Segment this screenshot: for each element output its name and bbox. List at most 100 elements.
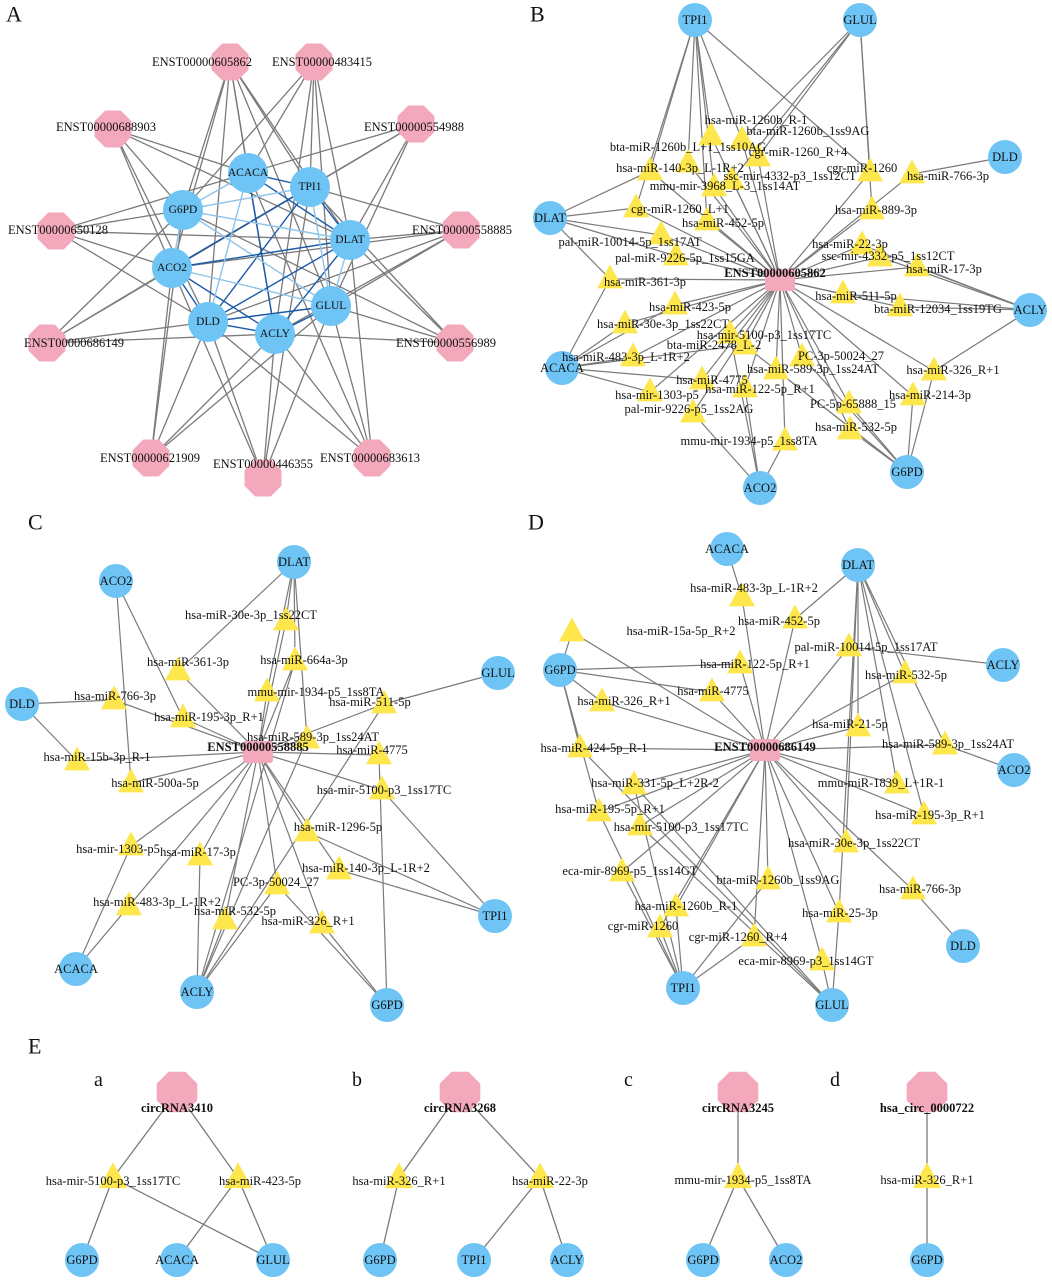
edge-d <box>764 744 946 751</box>
edge-a <box>262 333 276 479</box>
mirna-node-c-hsa-mir-511-5p <box>371 689 397 714</box>
gene-label-a-aco2: ACO2 <box>157 262 187 274</box>
edge-a <box>150 333 276 459</box>
gene-node-b-acly <box>1013 293 1047 327</box>
edge-d <box>764 618 796 751</box>
edge-a-gene <box>182 209 332 307</box>
mirna-label-c-hsa-mir-30e-3p-1ss22ct: hsa-miR-30e-3p_1ss22CT <box>185 608 317 622</box>
gene-node-b-tpi1 <box>678 3 712 37</box>
mirna-label-d-eca-mir-8969-p3-1ss14gt: eca-mir-8969-p3_1ss14GT <box>738 954 873 968</box>
panel-letter-d: D <box>528 510 544 535</box>
gene-node-e-g6pd <box>65 1243 99 1277</box>
mirna-label-d-hsa-mir-589-3p-1ss24at: hsa-miR-589-3p_1ss24AT <box>882 737 1014 751</box>
mirna-label-b-hsa-mir-5100-p3-1ss17tc: hsa-mir-5100-p3_1ss17TC <box>697 328 831 342</box>
edge-c <box>381 789 496 917</box>
edge-d <box>764 749 925 816</box>
mirna-label-b-hsa-mir-589-3p-1ss24at: hsa-miR-589-3p_1ss24AT <box>747 362 879 376</box>
edge-a <box>274 333 456 344</box>
gene-label-a-g6pd: G6PD <box>169 204 198 216</box>
gene-label-d-acly: ACLY <box>987 658 1020 672</box>
edge-a <box>182 61 231 211</box>
hub-label-d: ENST00000686149 <box>714 740 815 754</box>
mirna-node-d-mmu-mir-1839-l-1r-1 <box>884 769 910 794</box>
edge-b <box>801 356 908 473</box>
edge-b <box>549 170 651 219</box>
edge-c <box>115 580 132 784</box>
edge-b <box>775 279 781 371</box>
edge-b <box>916 266 1031 311</box>
mirna-label-d-hsa-mir-532-5p: hsa-miR-532-5p <box>865 668 947 682</box>
gene-label-d-g6pd: G6PD <box>544 663 575 677</box>
edge-a <box>309 186 462 231</box>
edge-d <box>579 747 833 1006</box>
gene-node-a-g6pd <box>163 190 203 230</box>
edge-d <box>857 564 925 816</box>
edge-a <box>229 61 332 307</box>
edge-a <box>46 209 184 344</box>
edge-b <box>779 279 851 431</box>
mirna-node-b-hsa-mir-140-3p-l-1r-2 <box>637 156 663 181</box>
edge-a <box>55 209 184 232</box>
hub-node-c <box>243 741 273 763</box>
gene-node-d-dlat <box>841 548 875 582</box>
edge-c <box>76 751 259 762</box>
edge-a-gene <box>309 186 332 307</box>
edge-b <box>649 279 781 393</box>
mirna-label-c-hsa-mir-195-3p-r-1: hsa-miR-195-3p_R+1 <box>154 710 264 724</box>
edge-a <box>171 267 264 479</box>
gene-node-b-aco2 <box>743 471 777 505</box>
gene-node-d-dld <box>946 929 980 963</box>
gene-node-c-acaca <box>59 952 93 986</box>
mirna-node-b-bta-mir-12034-1ss19tg <box>887 292 913 317</box>
edge-d <box>633 749 766 786</box>
mirna-node-c-hsa-mir-15b-3p-r-1 <box>64 746 90 771</box>
mirna-label-e-hsa-mir-326-r-1: hsa-miR-326_R+1 <box>880 1173 973 1187</box>
mirna-node-b-hsa-mir-511-5p <box>830 279 856 304</box>
mirna-node-c-pc-3p-50024-27 <box>264 870 290 895</box>
gene-node-a-aco2 <box>152 248 192 288</box>
hub-label-c: ENST00000558885 <box>207 740 308 754</box>
edge-c <box>321 923 388 1006</box>
edge-d <box>753 749 766 938</box>
mirna-node-b-hsa-mir-5100-p3-1ss17tc <box>717 319 743 344</box>
gene-label-d-dlat: DLAT <box>842 558 874 572</box>
edge-c <box>130 751 259 784</box>
edge-d <box>848 646 1004 666</box>
gene-node-e-glul <box>256 1243 290 1277</box>
mirna-node-d-cgr-mir-1260 <box>647 913 673 938</box>
mirna-node-d-hsa-mir-766-3p <box>900 875 926 900</box>
gene-label-b-dld: DLD <box>992 150 1018 164</box>
edge-a <box>171 61 231 269</box>
mirna-label-d-hsa-mir-452-5p: hsa-miR-452-5p <box>738 614 820 628</box>
edge-a <box>309 186 456 344</box>
mirna-label-b-hsa-mir-483-3p-l-1r-2: hsa-miR-483-3p_L-1R+2 <box>562 350 690 364</box>
edge-a <box>46 321 209 344</box>
edge-d <box>857 564 946 746</box>
gene-label-d-dld: DLD <box>950 939 976 953</box>
edge-b <box>694 19 743 141</box>
edge-b <box>779 279 786 442</box>
mirna-node-d-hsa-mir-122-5p-r-1 <box>727 649 753 674</box>
gene-node-c-aco2 <box>99 564 133 598</box>
mirna-node-b-hsa-mir-361-3p <box>597 264 623 289</box>
edge-c <box>383 672 499 705</box>
mirna-label-e-hsa-mir-5100-p3-1ss17tc: hsa-mir-5100-p3_1ss17TC <box>46 1174 180 1188</box>
edge-a <box>247 61 315 174</box>
edge-b <box>561 344 746 369</box>
mirna-node-b-hsa-mir-452-5p <box>694 206 720 231</box>
edge-c <box>257 620 287 753</box>
mirna-node-d-hsa-mir-5100-p3-1ss17tc <box>627 811 653 836</box>
mirna-label-d-bta-mir-1260b-1ss9ag: bta-miR-1260b_1ss9AG <box>717 873 840 887</box>
edge-a-gene <box>171 186 311 269</box>
mirna-node-b-hsa-mir-423-5p <box>662 290 688 315</box>
hub-label-b: ENST00000605862 <box>724 266 825 280</box>
gene-node-c-dld <box>5 687 39 721</box>
mirna-node-b-pal-mir-9226-p5-1ss2ag <box>680 398 706 423</box>
edge-b <box>779 171 871 281</box>
gene-label-b-dlat: DLAT <box>534 211 566 225</box>
mirna-label-d-hsa-mir-195-5p-r-1: hsa-miR-195-5p_R+1 <box>555 802 665 816</box>
nodes-layer <box>5 3 1047 1277</box>
edge-b <box>779 279 850 405</box>
mirna-label-c-hsa-mir-5100-p3-1ss17tc: hsa-mir-5100-p3_1ss17TC <box>317 783 451 797</box>
edge-c <box>115 580 184 719</box>
